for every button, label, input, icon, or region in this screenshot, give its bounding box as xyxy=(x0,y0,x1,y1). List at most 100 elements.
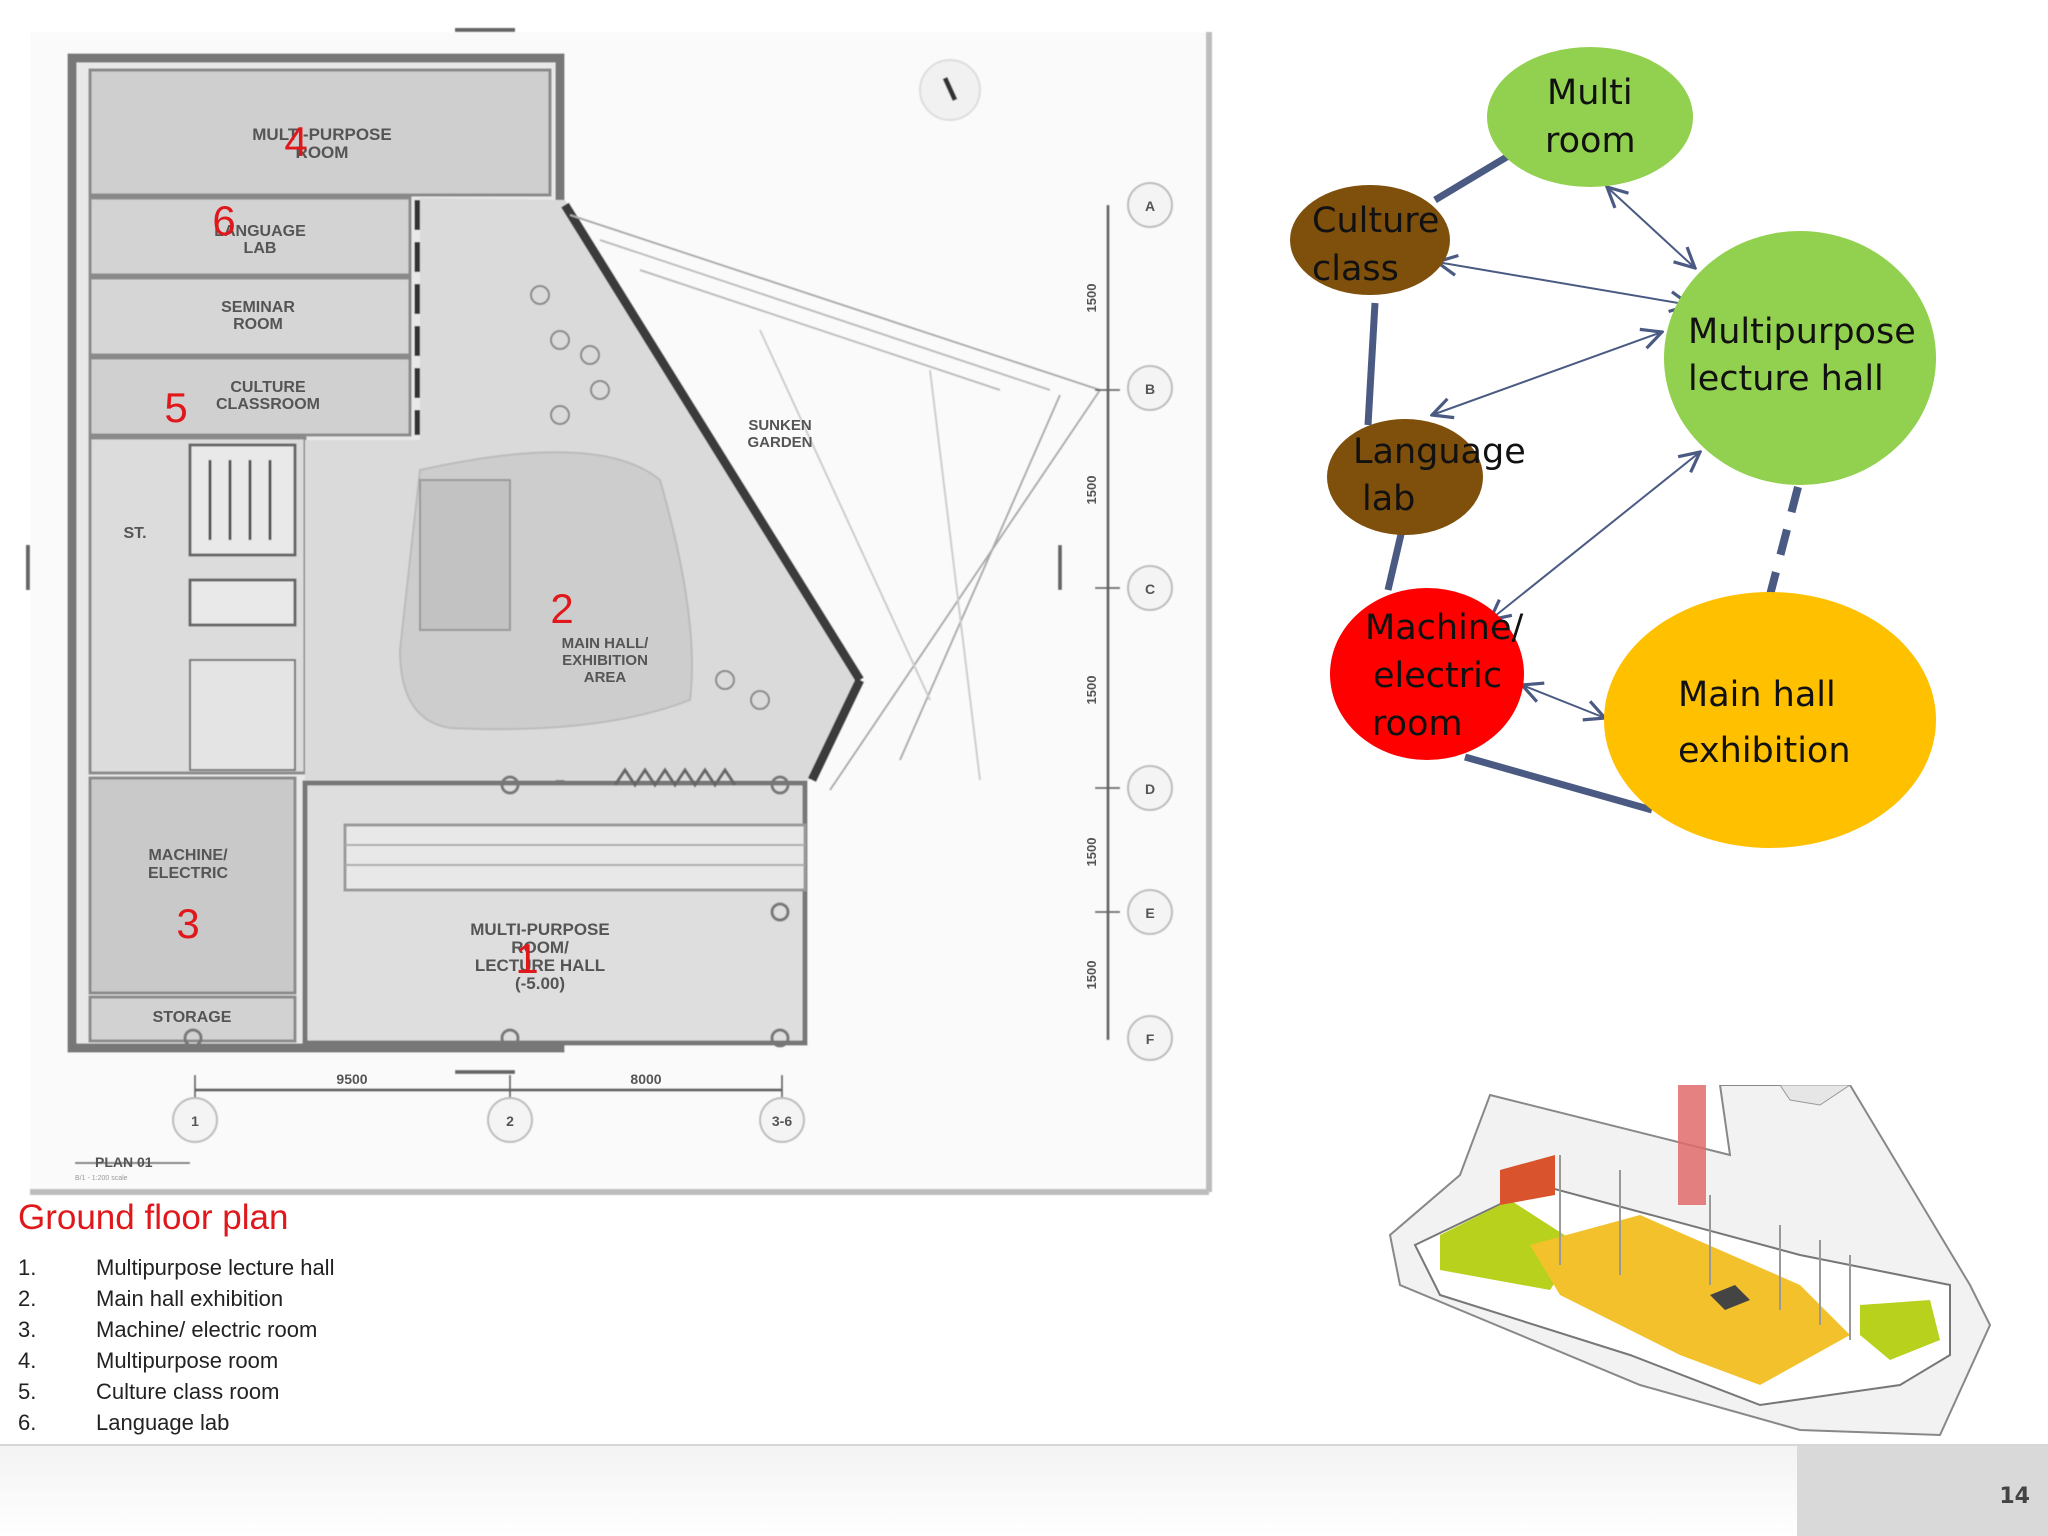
dimension-label: 1500 xyxy=(1084,284,1099,313)
room-label-main-hall: MAIN HALL/ xyxy=(562,635,649,652)
room-label-machine-electric: ELECTRIC xyxy=(148,865,228,882)
room-number-marker: 3 xyxy=(176,900,199,947)
node-label: electric xyxy=(1373,656,1502,696)
room-label-sunken-garden: SUNKEN xyxy=(748,417,811,434)
node-label: room xyxy=(1545,121,1636,161)
arrow-language-lecture xyxy=(1432,332,1662,415)
legend-item: 4.Multipurpose room xyxy=(18,1345,334,1376)
grid-col-label: 2 xyxy=(506,1113,514,1129)
legend-number: 1. xyxy=(18,1255,37,1280)
legend-number: 2. xyxy=(18,1286,37,1311)
plan-title: Ground floor plan xyxy=(18,1198,289,1237)
footer-band xyxy=(0,1446,1797,1536)
node-label: class xyxy=(1312,249,1399,289)
legend-label: Multipurpose room xyxy=(96,1348,279,1373)
dimension-label: 1500 xyxy=(1084,476,1099,505)
node-language-lab xyxy=(1327,419,1483,535)
legend-item: 3. Machine/ electric room xyxy=(18,1314,334,1345)
footer-divider xyxy=(0,1444,2048,1446)
room-label-lecture-hall: MULTI-PURPOSE xyxy=(470,920,609,939)
node-label: Language xyxy=(1353,432,1526,472)
room-label-lecture-hall: (-5.00) xyxy=(515,974,565,993)
node-label: Culture xyxy=(1312,201,1439,241)
node-label: Multi xyxy=(1547,73,1633,113)
legend-number: 6. xyxy=(18,1410,37,1435)
room-label-lecture-hall: LECTURE HALL xyxy=(475,956,605,975)
link-culture-language xyxy=(1364,302,1379,426)
node-culture-class xyxy=(1290,185,1450,295)
room-label-language-lab: LAB xyxy=(244,240,277,257)
room-legend: 1. Multipurpose lecture hall 2. Main hall … xyxy=(18,1252,334,1438)
room-label-store: ST. xyxy=(123,525,146,542)
dimension-label: 1500 xyxy=(1084,961,1099,990)
link-lecture-mainhall xyxy=(1766,485,1802,597)
room-label-lecture-hall: ROOM/ xyxy=(511,938,569,957)
arrow-multi-lecture xyxy=(1607,187,1695,268)
grid-row-label: E xyxy=(1145,905,1154,921)
grid-row-label: F xyxy=(1146,1031,1155,1047)
link-language-machine xyxy=(1384,529,1406,591)
plan-scale-note: B/1 - 1:200 scale xyxy=(75,1175,128,1182)
legend-number: 5. xyxy=(18,1379,37,1404)
legend-label: Language lab xyxy=(96,1410,230,1435)
plan-room-labels: MULTI-PURPOSEROOMLANGUAGELABSEMINARROOMC… xyxy=(123,125,812,1026)
room-label-machine-electric: MACHINE/ xyxy=(148,847,228,864)
room-label-culture-classroom: CLASSROOM xyxy=(216,396,320,413)
link-culture-multi xyxy=(1433,151,1512,204)
room-label-seminar-room: SEMINAR xyxy=(221,299,295,316)
room-number-marker: 1 xyxy=(515,935,538,982)
room-number-marker: 4 xyxy=(284,118,307,165)
plan-caption: PLAN 01 xyxy=(95,1154,153,1170)
room-label-language-lab: LANGUAGE xyxy=(214,223,306,240)
page-number-box: 14 xyxy=(1797,1446,2048,1536)
plan-number-markers: 1 2 3 4 5 6 xyxy=(164,118,573,982)
link-machine-mainhall xyxy=(1464,753,1653,814)
dimension-label: 8000 xyxy=(630,1071,661,1087)
room-label-storage: STORAGE xyxy=(153,1009,232,1026)
room-number-marker: 5 xyxy=(164,384,187,431)
node-label: exhibition xyxy=(1678,731,1851,771)
node-label: lab xyxy=(1362,479,1415,519)
floor-plan-drawing: MULTI-PURPOSEROOMLANGUAGELABSEMINARROOMC… xyxy=(26,28,1212,1195)
grid-col-label: 3-6 xyxy=(772,1113,792,1129)
grid-col-label: 1 xyxy=(191,1113,199,1129)
node-multi-room xyxy=(1487,47,1693,187)
legend-label: Multipurpose lecture hall xyxy=(96,1255,335,1280)
room-label-multipurpose-room: MULTI-PURPOSE xyxy=(252,125,391,144)
room-label-main-hall: EXHIBITION xyxy=(562,652,648,669)
arrow-machine-mainhall xyxy=(1522,685,1605,718)
dimension-label: 1500 xyxy=(1084,676,1099,705)
legend-item: 5. Culture class room xyxy=(18,1376,334,1407)
node-label: Main hall xyxy=(1678,675,1836,715)
grid-row-label: D xyxy=(1145,781,1155,797)
legend-label: Main hall exhibition xyxy=(96,1286,284,1311)
legend-item: 1. Multipurpose lecture hall xyxy=(18,1252,334,1283)
arrow-machine-lecture xyxy=(1490,452,1700,620)
node-label: room xyxy=(1372,704,1463,744)
node-label: Machine/ xyxy=(1365,608,1524,648)
arrow-culture-lecture xyxy=(1437,262,1690,305)
room-number-marker: 6 xyxy=(212,197,235,244)
node-label: Multipurpose xyxy=(1688,312,1916,352)
grid-row-label: B xyxy=(1145,381,1155,397)
node-label: lecture hall xyxy=(1688,359,1884,399)
node-multipurpose-lecture-hall xyxy=(1664,231,1936,485)
room-label-multipurpose-room: ROOM xyxy=(296,143,349,162)
dimension-label: 1500 xyxy=(1084,838,1099,867)
room-label-main-hall: AREA xyxy=(584,669,627,686)
legend-item: 2. Main hall exhibition xyxy=(18,1283,334,1314)
grid-row-label: C xyxy=(1145,581,1155,597)
page-number: 14 xyxy=(1999,1484,2030,1509)
legend-label: Culture class room xyxy=(96,1379,280,1404)
room-number-marker: 2 xyxy=(550,585,573,632)
room-label-sunken-garden: GARDEN xyxy=(747,434,812,451)
room-label-culture-classroom: CULTURE xyxy=(230,379,306,396)
dimension-label: 9500 xyxy=(336,1071,367,1087)
room-label-seminar-room: ROOM xyxy=(233,316,283,333)
legend-item: 6. Language lab xyxy=(18,1407,334,1438)
plan-grid-labels: A B C D E F 1 2 3-6 9500 8000 1500 1500 1500 1500 1500 xyxy=(191,198,1155,1129)
grid-row-label: A xyxy=(1145,198,1155,214)
legend-number: 3. xyxy=(18,1317,37,1342)
legend-label: Machine/ electric room xyxy=(96,1317,318,1342)
isometric-floor-illustration xyxy=(1388,1085,1992,1437)
